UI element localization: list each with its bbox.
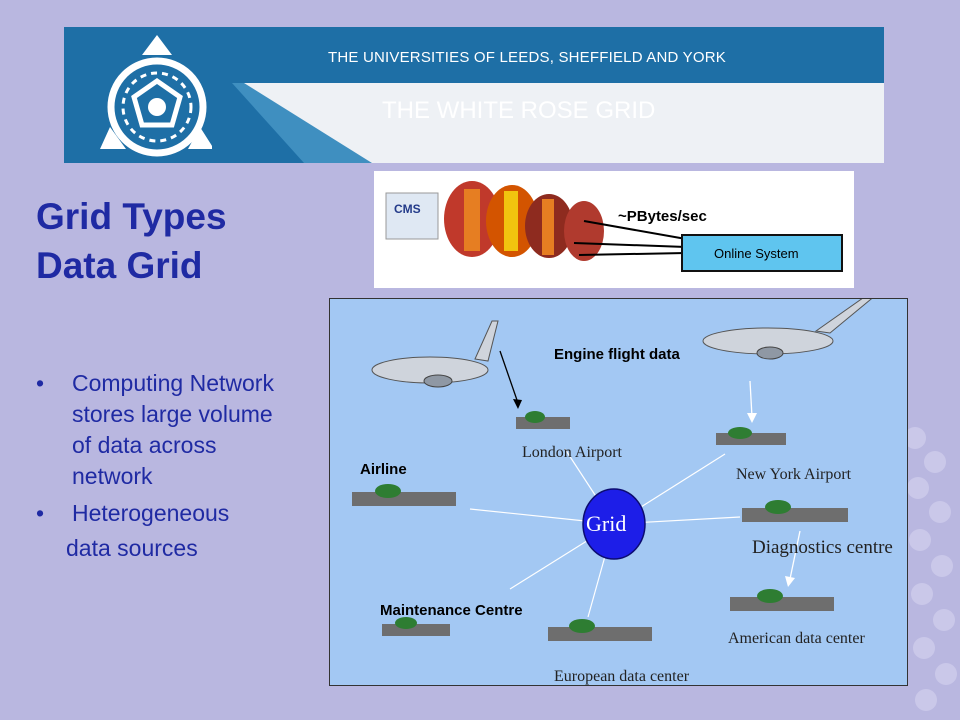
london-airport-label: London Airport xyxy=(522,444,622,461)
title-line-2: Data Grid xyxy=(36,245,203,286)
bullet-list: • Computing Network stores large volume … xyxy=(36,368,276,564)
building-icon xyxy=(742,500,848,522)
grid-hub-node xyxy=(582,488,646,560)
bullet-marker: • xyxy=(36,500,45,526)
grid-hub-label: Grid xyxy=(586,511,627,536)
cms-illustration: CMS ~PBytes/sec Online System xyxy=(385,181,843,272)
building-icon xyxy=(730,589,834,611)
cms-detector-image: CMS ~PBytes/sec Online System xyxy=(374,171,854,288)
rate-label: ~PBytes/sec xyxy=(618,208,707,225)
university-banner: THE UNIVERSITIES OF LEEDS, SHEFFIELD AND… xyxy=(64,27,884,163)
bullet-continuation: data sources xyxy=(66,535,198,561)
european-data-center-label: European data center xyxy=(554,668,690,685)
cms-logo-text: CMS xyxy=(394,202,421,216)
engine-flight-data-label: Engine flight data xyxy=(554,346,680,363)
maintenance-centre-label: Maintenance Centre xyxy=(380,602,523,619)
building-icon xyxy=(382,617,450,636)
banner-grid-name: THE WHITE ROSE GRID xyxy=(382,97,656,124)
diagram-graphics xyxy=(352,299,872,641)
bullet-text: Computing Network stores large volume of… xyxy=(72,370,274,489)
bullet-item: • Heterogeneous xyxy=(36,498,276,529)
slide-title: Grid Types Data Grid xyxy=(36,192,227,290)
building-icon xyxy=(516,411,570,429)
bullet-item: • Computing Network stores large volume … xyxy=(36,368,276,492)
banner-universities-text: THE UNIVERSITIES OF LEEDS, SHEFFIELD AND… xyxy=(328,49,726,66)
diagnostics-centre-label: Diagnostics centre xyxy=(752,537,893,558)
building-icon xyxy=(548,619,652,641)
airline-label: Airline xyxy=(360,461,407,478)
airplane-icon xyxy=(371,320,499,388)
new-york-airport-label: New York Airport xyxy=(736,466,852,483)
bullet-text: Heterogeneous xyxy=(72,500,230,526)
data-grid-diagram: Grid Engine flight data Airline Maintena… xyxy=(329,298,908,686)
building-icon xyxy=(716,427,786,445)
online-system-label: Online System xyxy=(714,246,799,261)
building-icon xyxy=(352,484,456,506)
american-data-center-label: American data center xyxy=(728,630,865,647)
airplane-icon xyxy=(702,299,872,360)
bullet-marker: • xyxy=(36,370,45,396)
white-rose-logo-icon xyxy=(100,35,212,157)
title-line-1: Grid Types xyxy=(36,196,227,237)
